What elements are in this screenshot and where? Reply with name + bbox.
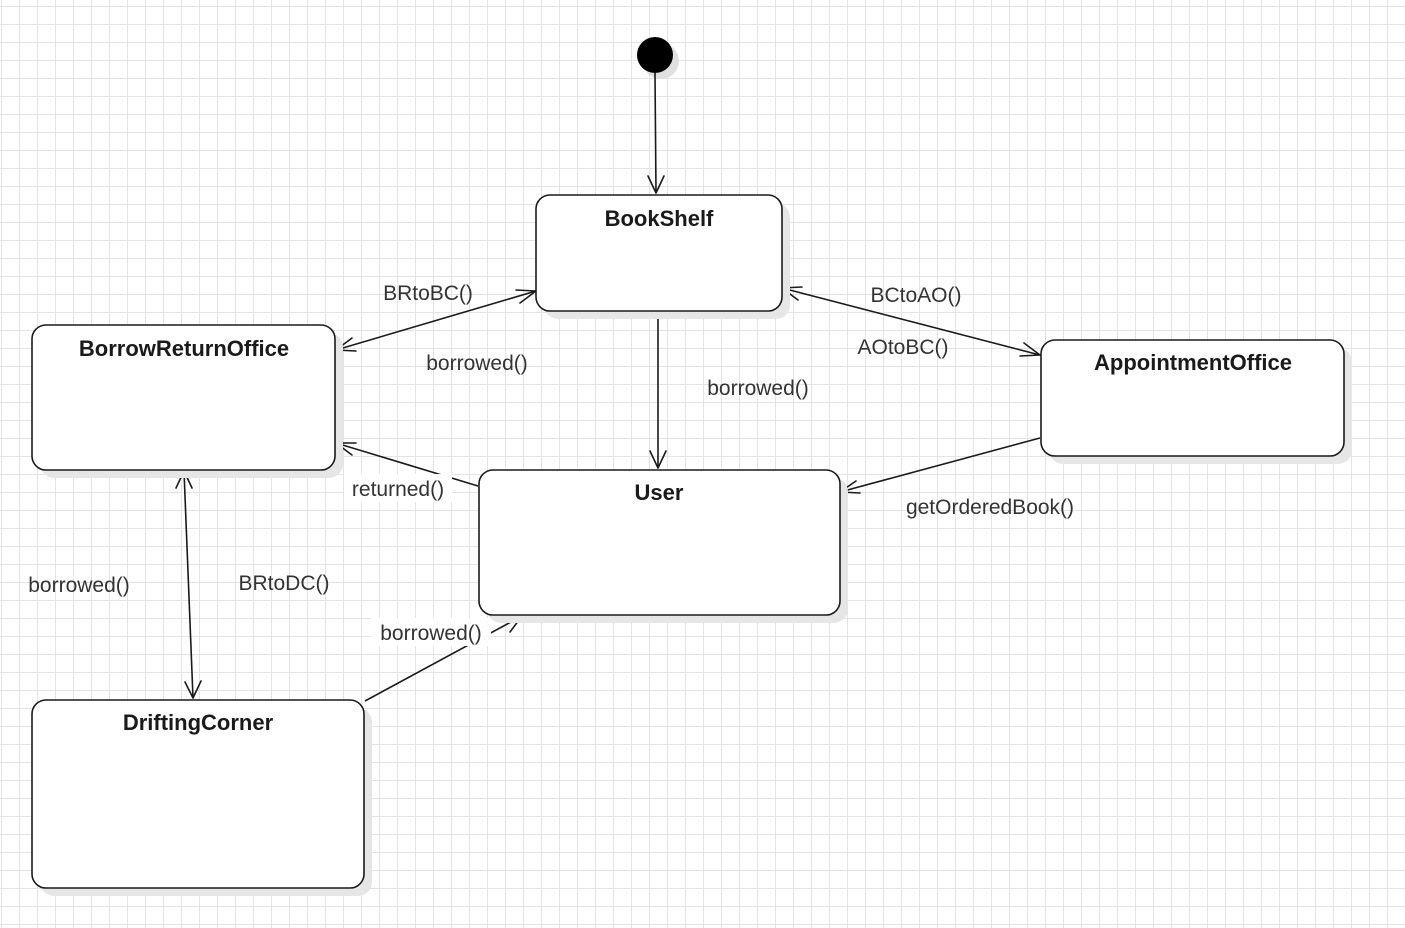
transition-initial-to-bookshelf[interactable] xyxy=(647,72,665,194)
label-background xyxy=(371,618,491,646)
transition-label-brtodc: BRtoDC() xyxy=(238,572,329,595)
state-bookshelf[interactable]: BookShelf xyxy=(535,194,790,319)
arrowhead-icon xyxy=(1019,342,1041,357)
state-user[interactable]: User xyxy=(478,469,848,623)
state-appointmentoffice[interactable]: AppointmentOffice xyxy=(1040,339,1352,464)
transition-label-getorderedbook: getOrderedBook() xyxy=(906,496,1074,519)
arrowhead-icon xyxy=(647,175,665,194)
initial-state[interactable] xyxy=(637,37,679,79)
transition-borrowreturnoffice-driftingcorner[interactable] xyxy=(175,470,202,699)
transition-label-brtobc: BRtoBC() xyxy=(383,282,473,305)
label-background xyxy=(344,474,452,502)
arrowhead-icon xyxy=(649,450,667,469)
transition-label-bctoao: BCtoAO() xyxy=(870,284,961,307)
state-name: User xyxy=(635,480,684,505)
transition-bookshelf-to-user[interactable] xyxy=(649,312,667,469)
transition-label-aotobc: AOtoBC() xyxy=(857,336,948,359)
transition-label-returned: returned() xyxy=(352,478,444,501)
transition-appointmentoffice-to-user[interactable] xyxy=(839,437,1041,494)
transition-label-borrowed: borrowed() xyxy=(380,622,482,645)
state-name: BorrowReturnOffice xyxy=(79,336,289,361)
arrowhead-icon xyxy=(184,680,202,699)
state-name: BookShelf xyxy=(605,206,714,231)
state-driftingcorner[interactable]: DriftingCorner xyxy=(31,699,372,896)
transition-label-borrowed: borrowed() xyxy=(426,352,528,375)
state-borrowreturnoffice[interactable]: BorrowReturnOffice xyxy=(31,324,343,478)
transition-label-borrowed: borrowed() xyxy=(707,377,809,400)
state-name: DriftingCorner xyxy=(123,710,274,735)
state-name: AppointmentOffice xyxy=(1094,350,1292,375)
transition-label-borrowed: borrowed() xyxy=(28,574,130,597)
